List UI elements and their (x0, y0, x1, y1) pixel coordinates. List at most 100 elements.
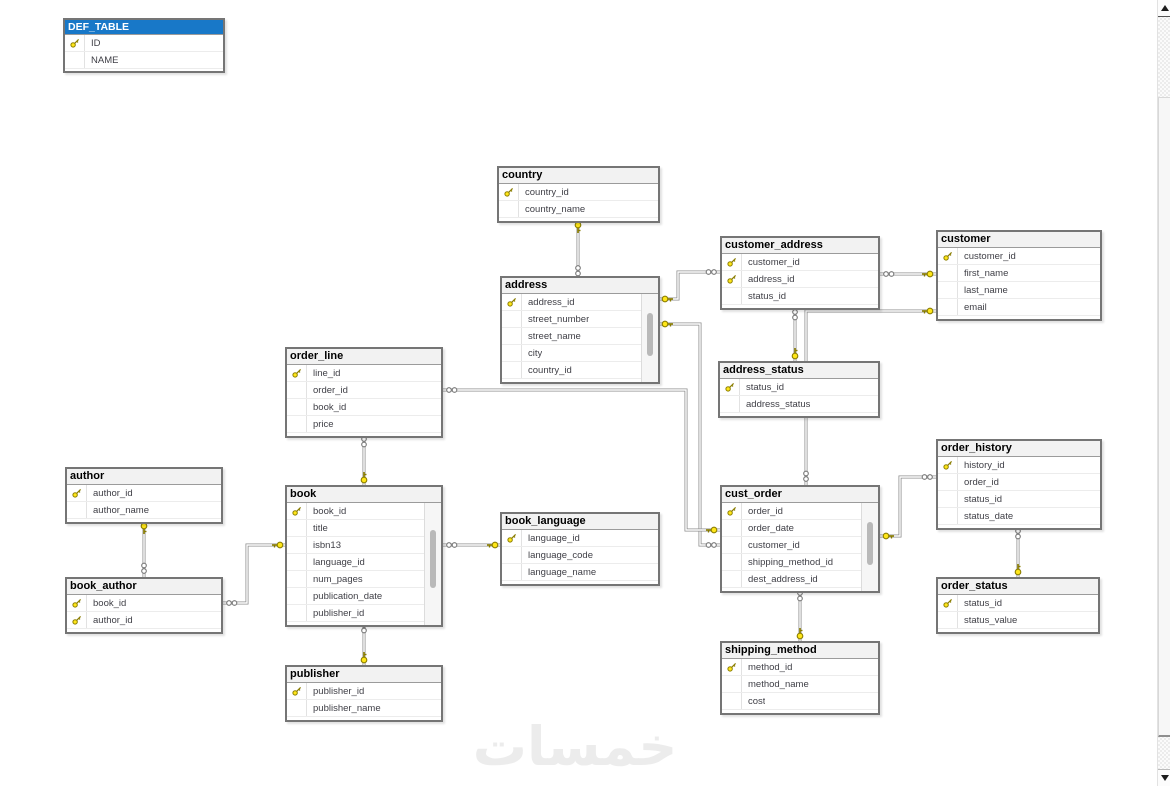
scroll-up-button[interactable] (1158, 0, 1170, 17)
column-row[interactable]: book_id (287, 503, 424, 520)
column-row[interactable]: order_date (722, 520, 861, 537)
connector-customer_address_address[interactable] (660, 269, 720, 303)
table-title[interactable]: book_language (502, 514, 658, 530)
vertical-scrollbar-thumb[interactable] (1158, 97, 1170, 737)
connector-book_book_language[interactable] (443, 541, 500, 549)
connector-book_author_book[interactable] (223, 541, 285, 606)
column-row[interactable]: status_value (938, 612, 1098, 629)
column-row[interactable]: num_pages (287, 571, 424, 588)
column-row[interactable]: method_id (722, 659, 878, 676)
table-title[interactable]: address_status (720, 363, 878, 379)
column-row[interactable]: author_name (67, 502, 221, 519)
column-row[interactable]: street_number (502, 311, 641, 328)
table-title[interactable]: publisher (287, 667, 441, 683)
connector-address_country[interactable] (574, 221, 582, 277)
table-title[interactable]: customer (938, 232, 1100, 248)
table-scrollbar-thumb[interactable] (647, 313, 653, 356)
column-row[interactable]: customer_id (722, 537, 861, 554)
column-row[interactable]: country_id (499, 184, 658, 201)
column-row[interactable]: status_id (722, 288, 878, 305)
scroll-down-button[interactable] (1158, 769, 1170, 786)
column-row[interactable]: NAME (65, 52, 223, 69)
column-row[interactable]: status_id (938, 595, 1098, 612)
column-row[interactable]: publication_date (287, 588, 424, 605)
column-row[interactable]: language_id (502, 530, 658, 547)
column-row[interactable]: ID (65, 35, 223, 52)
connector-order_line_book[interactable] (360, 434, 368, 485)
column-row[interactable]: shipping_method_id (722, 554, 861, 571)
column-row[interactable]: book_id (67, 595, 221, 612)
column-row[interactable]: country_id (502, 362, 641, 379)
column-row[interactable]: line_id (287, 365, 441, 382)
vertical-scrollbar[interactable] (1157, 0, 1170, 786)
column-row[interactable]: publisher_id (287, 683, 441, 700)
column-row[interactable]: address_status (720, 396, 878, 413)
column-row[interactable]: first_name (938, 265, 1100, 282)
table-title[interactable]: order_line (287, 349, 441, 365)
connector-cust_order_customer[interactable] (803, 307, 936, 485)
connector-customer_address_customer[interactable] (880, 270, 936, 278)
column-row[interactable]: publisher_id (287, 605, 424, 622)
column-row[interactable]: cost (722, 693, 878, 710)
table-title[interactable]: order_history (938, 441, 1100, 457)
column-row[interactable]: author_id (67, 485, 221, 502)
column-row[interactable]: email (938, 299, 1100, 316)
table-title[interactable]: customer_address (722, 238, 878, 254)
table-scrollbar[interactable] (424, 503, 441, 625)
column-row[interactable]: price (287, 416, 441, 433)
table-title[interactable]: shipping_method (722, 643, 878, 659)
column-row[interactable]: author_id (67, 612, 221, 629)
column-row[interactable]: status_id (720, 379, 878, 396)
connector-order_line_cust_order[interactable] (443, 387, 720, 534)
connector-order_history_cust_order[interactable] (880, 474, 936, 540)
connector-cust_order_dest_address[interactable] (660, 320, 720, 548)
table-scrollbar[interactable] (641, 294, 658, 382)
table-title[interactable]: cust_order (722, 487, 878, 503)
table-scrollbar[interactable] (861, 503, 878, 591)
column-row[interactable]: status_id (938, 491, 1100, 508)
column-row[interactable]: method_name (722, 676, 878, 693)
table-title[interactable]: book (287, 487, 441, 503)
connector-cust_order_shipping_method[interactable] (796, 588, 804, 641)
table-title[interactable]: DEF_TABLE (65, 20, 223, 35)
column-row[interactable]: language_id (287, 554, 424, 571)
column-row[interactable]: order_id (938, 474, 1100, 491)
table-title[interactable]: address (502, 278, 658, 294)
column-row[interactable]: last_name (938, 282, 1100, 299)
column-row[interactable]: city (502, 345, 641, 362)
connector-book_author_author[interactable] (140, 522, 148, 577)
column-row[interactable]: country_name (499, 201, 658, 218)
table-title[interactable]: book_author (67, 579, 221, 595)
table-title[interactable]: order_status (938, 579, 1098, 595)
column-row[interactable]: customer_id (722, 254, 878, 271)
column-row[interactable]: dest_address_id (722, 571, 861, 588)
column-row[interactable]: history_id (938, 457, 1100, 474)
column-row[interactable]: title (287, 520, 424, 537)
table-title[interactable]: author (67, 469, 221, 485)
column-row[interactable]: order_id (287, 382, 441, 399)
column-row[interactable]: language_code (502, 547, 658, 564)
table-title[interactable]: country (499, 168, 658, 184)
column-row[interactable]: publisher_name (287, 700, 441, 717)
column-row[interactable]: status_date (938, 508, 1100, 525)
column-row[interactable]: order_id (722, 503, 861, 520)
column-row[interactable]: book_id (287, 399, 441, 416)
column-row[interactable]: address_id (722, 271, 878, 288)
table-scrollbar-thumb[interactable] (867, 522, 873, 565)
connector-customer_address_address_status[interactable] (791, 307, 799, 361)
